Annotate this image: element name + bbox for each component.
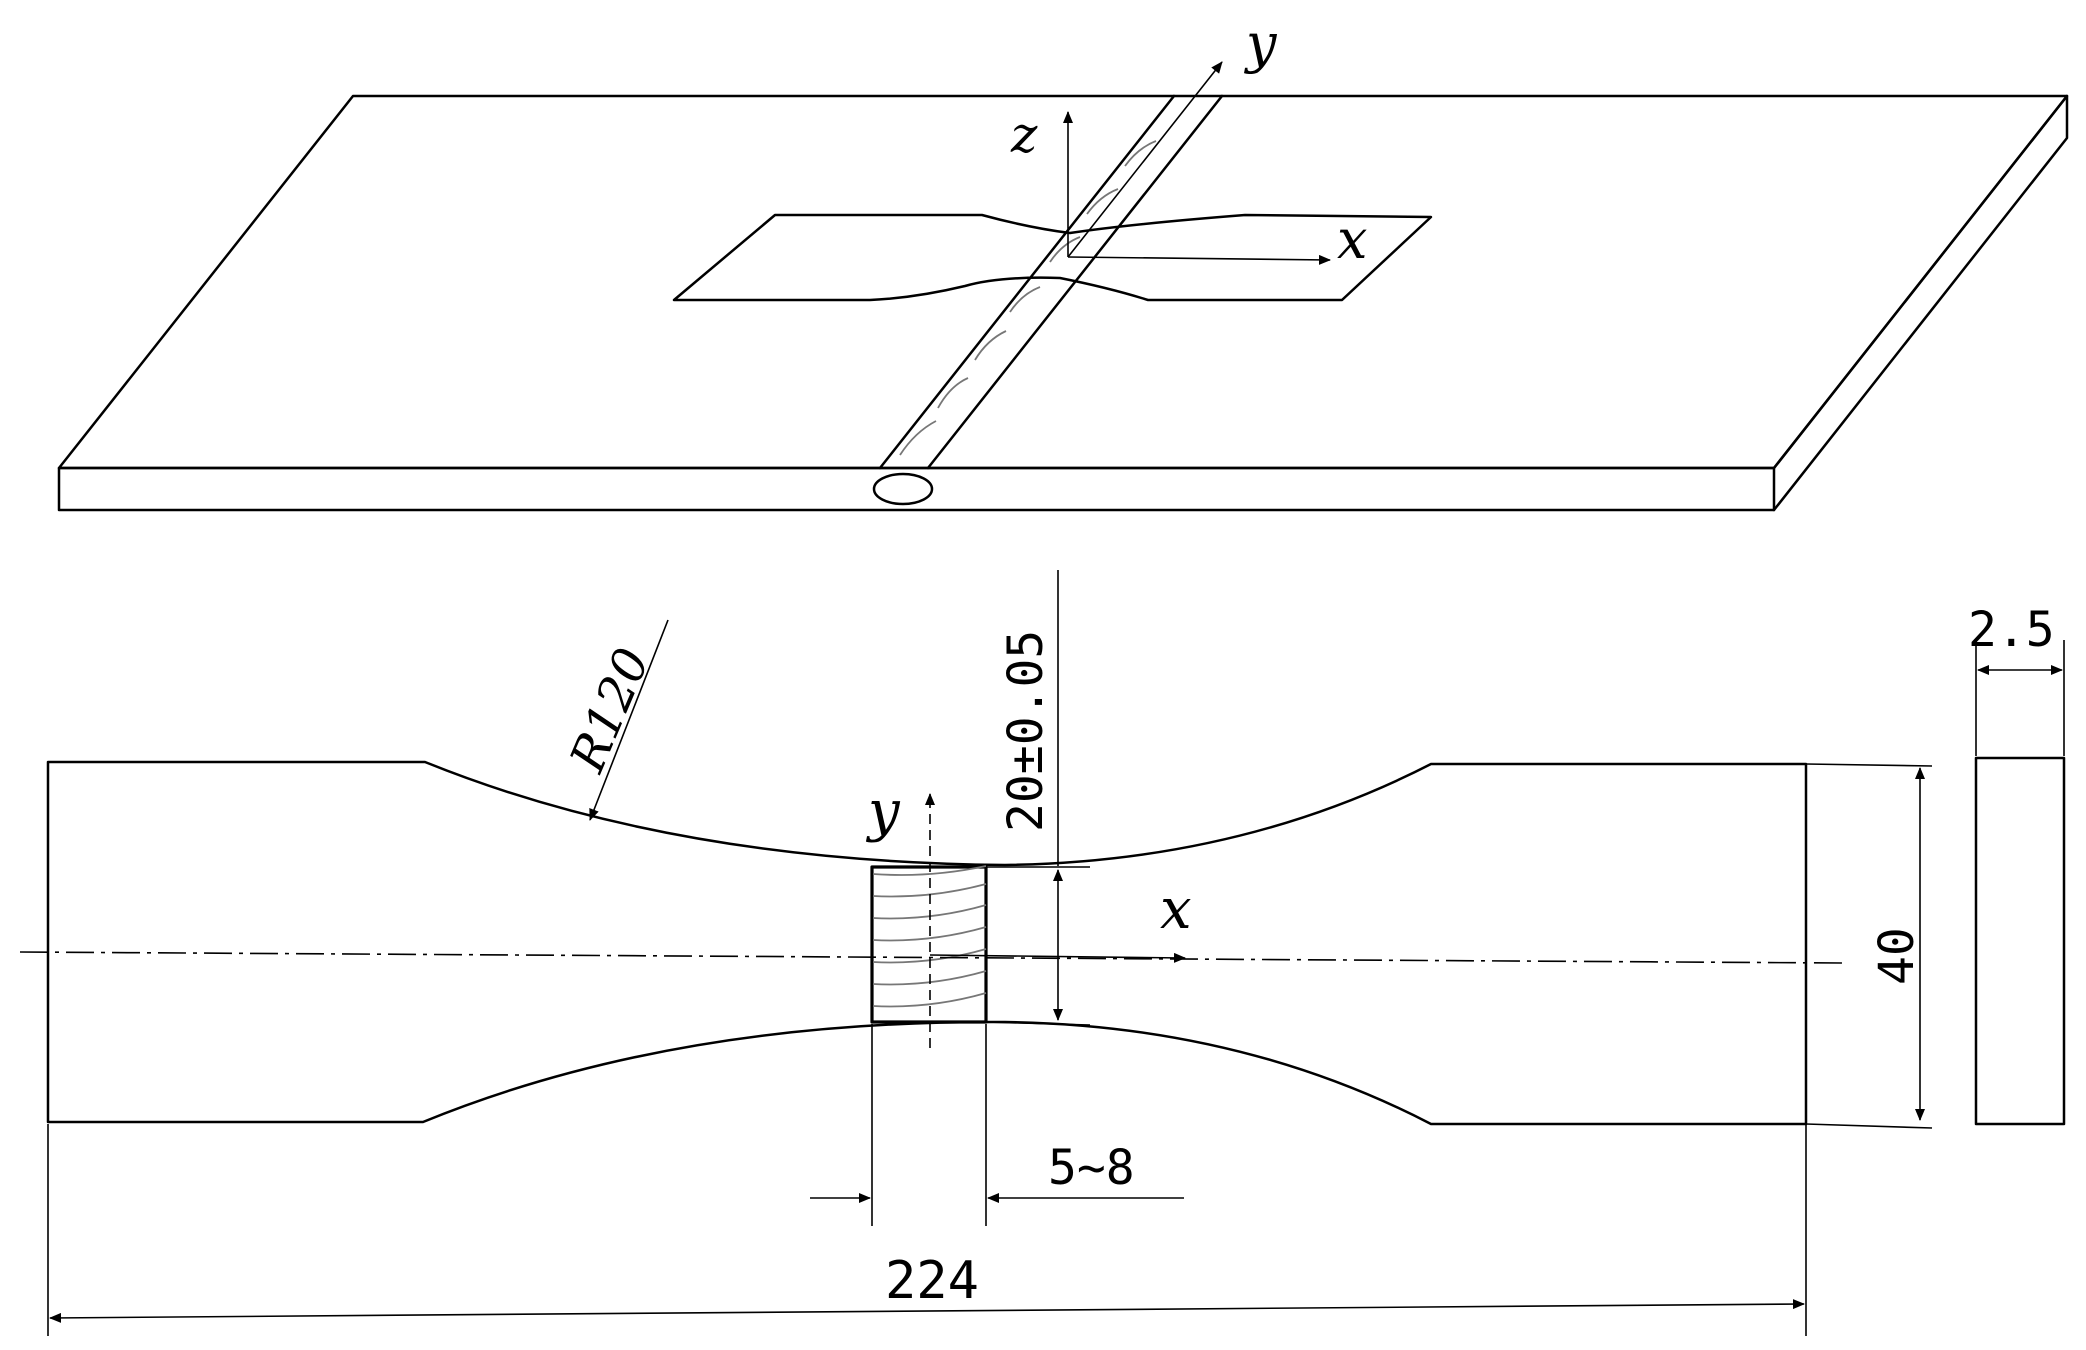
gauge-width-dimension: 20±0.05 bbox=[998, 630, 1054, 832]
plan-view: y x R120 20±0.05 40 5~8 224 bbox=[19, 570, 1933, 1336]
weld-width-dimension: 5~8 bbox=[1048, 1140, 1135, 1196]
weld-cross-section bbox=[872, 472, 934, 506]
thickness-dimension: 2.5 bbox=[1968, 602, 2055, 658]
width-extension-bottom bbox=[1805, 1123, 1933, 1129]
isometric-weld-bead bbox=[872, 94, 1224, 506]
length-dimension-line bbox=[49, 1299, 1805, 1323]
plate-top-face bbox=[57, 94, 2069, 470]
y-axis-arrow bbox=[1067, 61, 1223, 258]
centerline bbox=[19, 951, 1843, 964]
isometric-view: z x y bbox=[57, 12, 2069, 512]
x-axis-label: x bbox=[1337, 208, 1367, 271]
x-axis-arrow bbox=[1067, 254, 1331, 265]
plate-side-face bbox=[1772, 94, 2069, 512]
overall-width-dimension: 40 bbox=[1869, 927, 1925, 985]
overall-length-dimension: 224 bbox=[885, 1251, 979, 1311]
isometric-specimen-outline bbox=[672, 213, 1433, 302]
plan-y-axis-label: y bbox=[865, 779, 901, 844]
specimen-side-profile bbox=[1974, 756, 2066, 1126]
y-axis-label: y bbox=[1244, 12, 1278, 75]
radius-leader bbox=[589, 619, 669, 821]
plan-x-axis-label: x bbox=[1160, 877, 1192, 942]
side-view: 2.5 bbox=[1968, 602, 2066, 1126]
dogbone-specimen-outline bbox=[46, 760, 1808, 1126]
gauge-extension-bottom bbox=[985, 1021, 1091, 1026]
radius-dimension: R120 bbox=[559, 640, 661, 780]
z-axis-label: z bbox=[1010, 106, 1038, 164]
width-extension-top bbox=[1805, 763, 1933, 767]
weld-zone bbox=[870, 865, 988, 1024]
plate-front-face bbox=[57, 466, 1776, 512]
isometric-axes: z x y bbox=[1010, 12, 1367, 271]
